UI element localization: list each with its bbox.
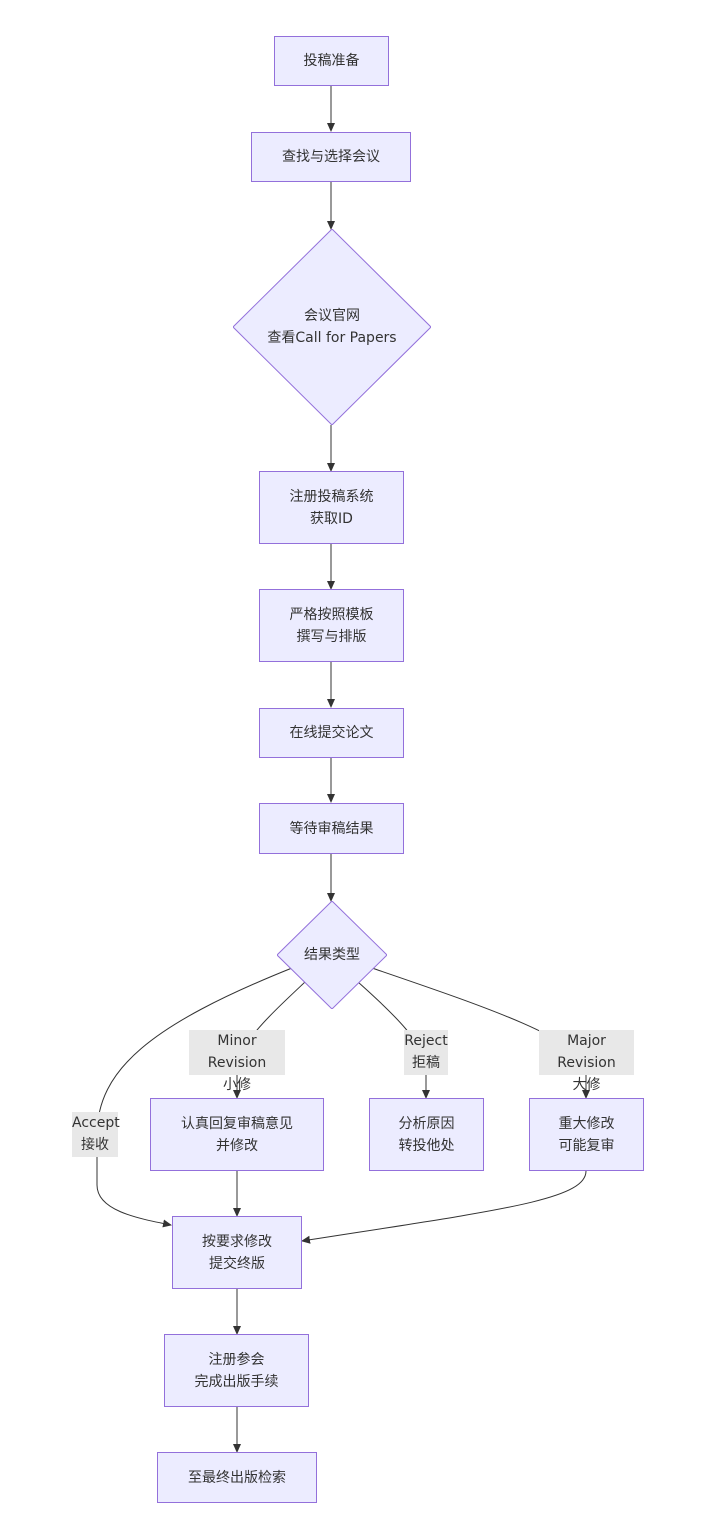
node-find-conference: 查找与选择会议: [251, 132, 411, 182]
edge-major-to-final: [301, 1170, 587, 1244]
edge-label-major-revision: Major Revision 大修: [539, 1030, 634, 1093]
node-register-conference: 注册参会 完成出版手续: [164, 1334, 309, 1407]
node-wait-review: 等待审稿结果: [259, 803, 404, 854]
node-minor-reply: 认真回复审稿意见 并修改: [150, 1098, 324, 1171]
node-submit-paper: 在线提交论文: [259, 708, 404, 758]
decision-result-type-label: 结果类型: [304, 947, 360, 963]
node-register-system: 注册投稿系统 获取ID: [259, 471, 404, 544]
node-major-revise: 重大修改 可能复审: [529, 1098, 644, 1171]
node-final-publish: 至最终出版检索: [157, 1452, 317, 1503]
decision-conference-site-label: 会议官网 查看Call for Papers: [267, 308, 397, 346]
node-follow-template: 严格按照模板 撰写与排版: [259, 589, 404, 662]
edge-accept: [96, 967, 293, 1228]
decision-conference-site: 会议官网 查看Call for Papers: [233, 229, 431, 425]
node-prep: 投稿准备: [274, 36, 389, 86]
node-reject-analyze: 分析原因 转投他处: [369, 1098, 484, 1171]
edge-label-minor-revision: Minor Revision 小修: [189, 1030, 285, 1093]
decision-result-type: 结果类型: [277, 901, 387, 1009]
edge-label-accept: Accept 接收: [72, 1112, 120, 1157]
node-final-revision: 按要求修改 提交终版: [172, 1216, 302, 1289]
edge-label-reject: Reject 拒稿: [404, 1030, 448, 1075]
